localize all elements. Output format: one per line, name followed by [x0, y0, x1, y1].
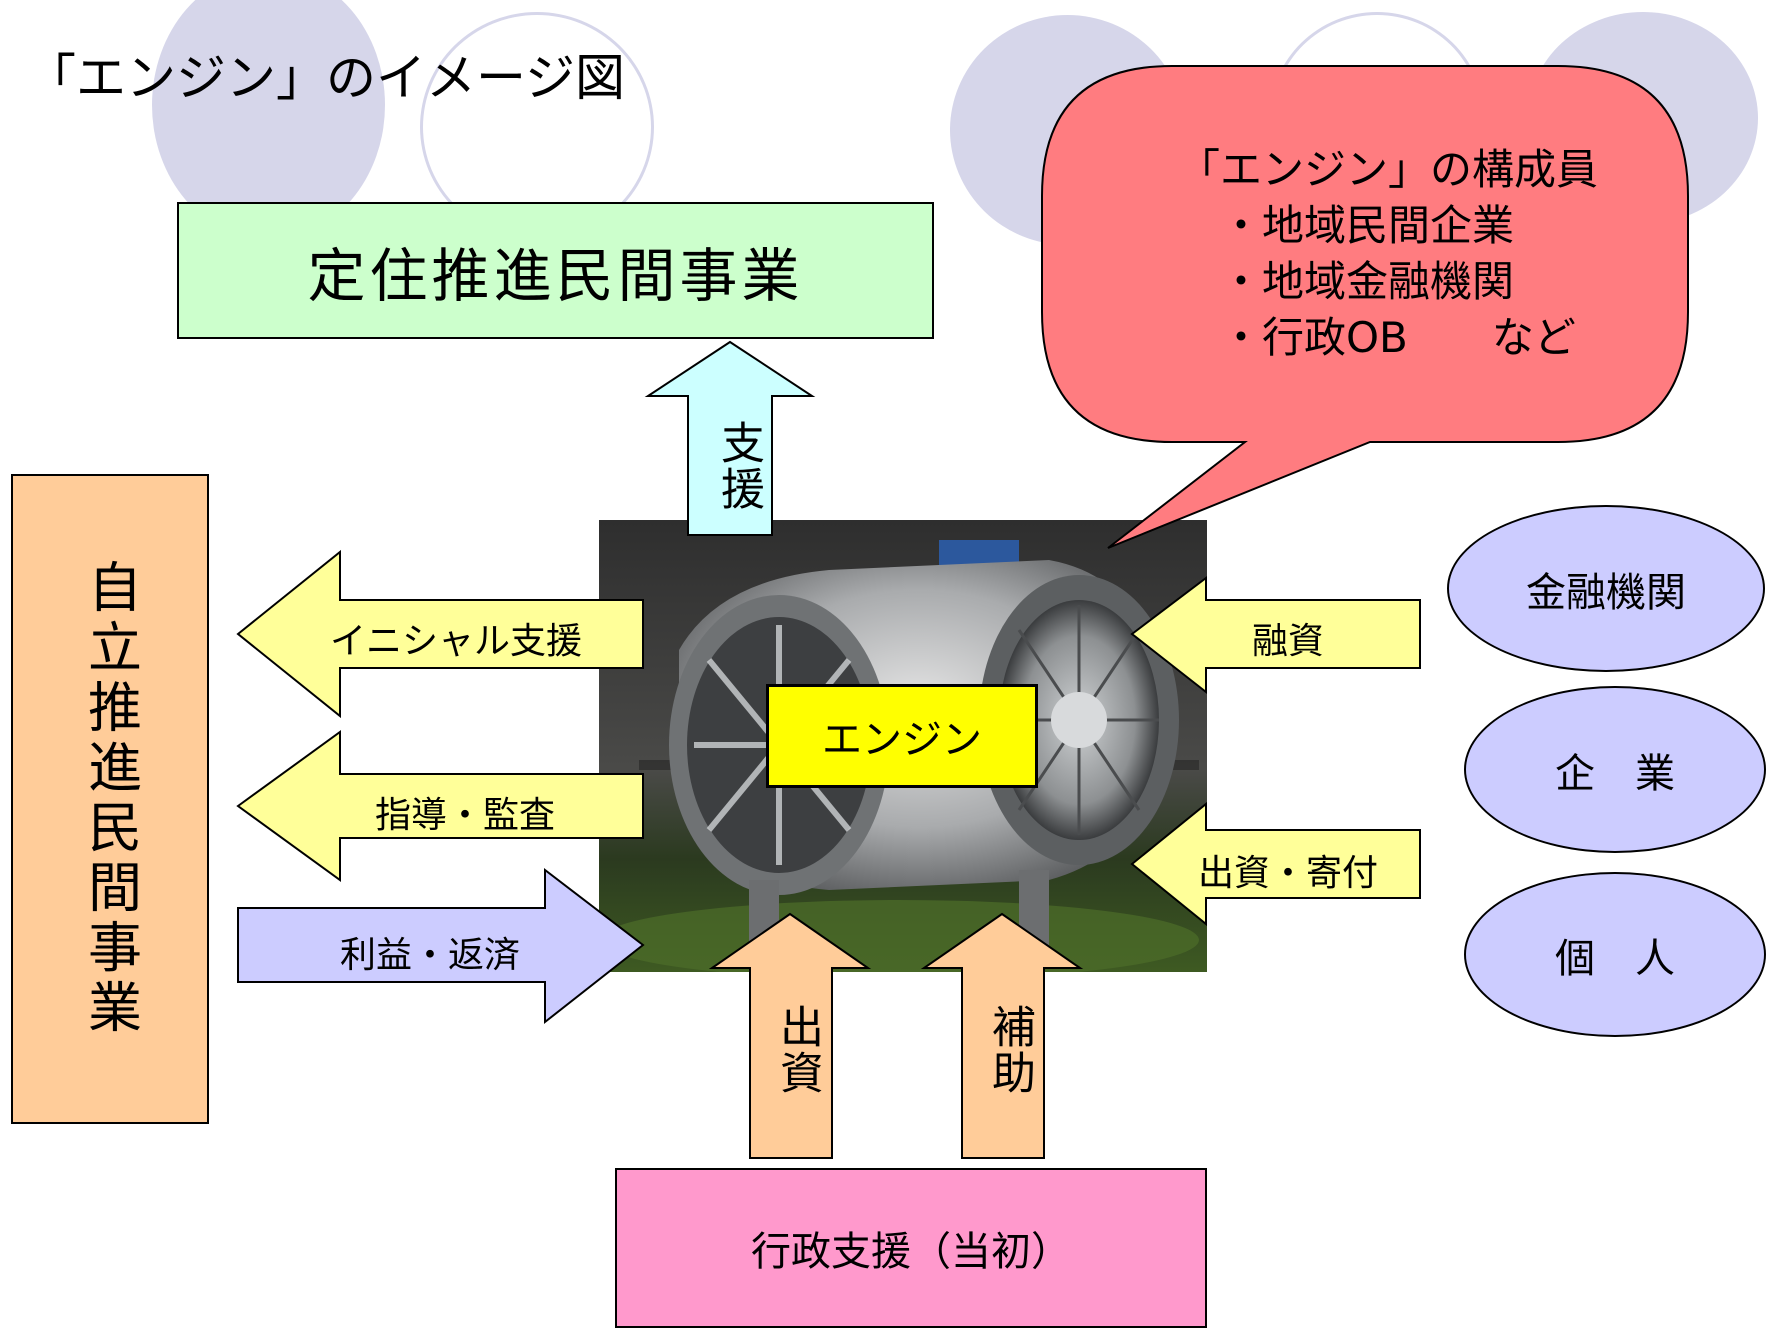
box-self-reliance-private-business: 自立推進民間事業: [11, 474, 209, 1124]
label-subsidy: 補助: [984, 1004, 1035, 1096]
label-guidance-audit: 指導・監査: [375, 795, 556, 836]
arrow-investment-donation: [1130, 801, 1421, 927]
arrow-financing: [1130, 575, 1421, 695]
arrow-subsidy: [920, 912, 1084, 1159]
box-settlement-private-business: 定住推進民間事業: [177, 202, 934, 339]
box-government-support: 行政支援（当初）: [615, 1168, 1207, 1328]
bubble-members-text: 「エンジン」の構成員 ・地域民間企業 ・地域金融機関 ・行政OB など: [1178, 145, 1599, 362]
label-initial-support: イニシャル支援: [330, 621, 583, 662]
arrow-investment: [708, 912, 872, 1159]
label-financing: 融資: [1252, 621, 1325, 662]
label-profit-repay: 利益・返済: [340, 935, 521, 976]
label-investment: 出資: [772, 1004, 823, 1096]
source-individual: 個 人: [1464, 872, 1766, 1037]
box-left-label: 自立推進民間事業: [78, 559, 142, 1039]
label-investment-donation: 出資・寄付: [1198, 853, 1379, 894]
label-support: 支援: [713, 420, 764, 512]
arrow-initial-support: [236, 549, 644, 719]
arrow-profit-repay: [237, 867, 645, 1025]
engine-label: エンジン: [766, 684, 1038, 788]
page-title: 「エンジン」のイメージ図: [26, 49, 625, 107]
source-company: 企 業: [1464, 686, 1766, 853]
speech-bubble: [1041, 65, 1689, 549]
arrow-up-support: [644, 340, 816, 536]
decor-circle: [152, 0, 385, 240]
arrow-guidance-audit: [236, 730, 644, 882]
source-financial-institution: 金融機関: [1447, 505, 1765, 672]
